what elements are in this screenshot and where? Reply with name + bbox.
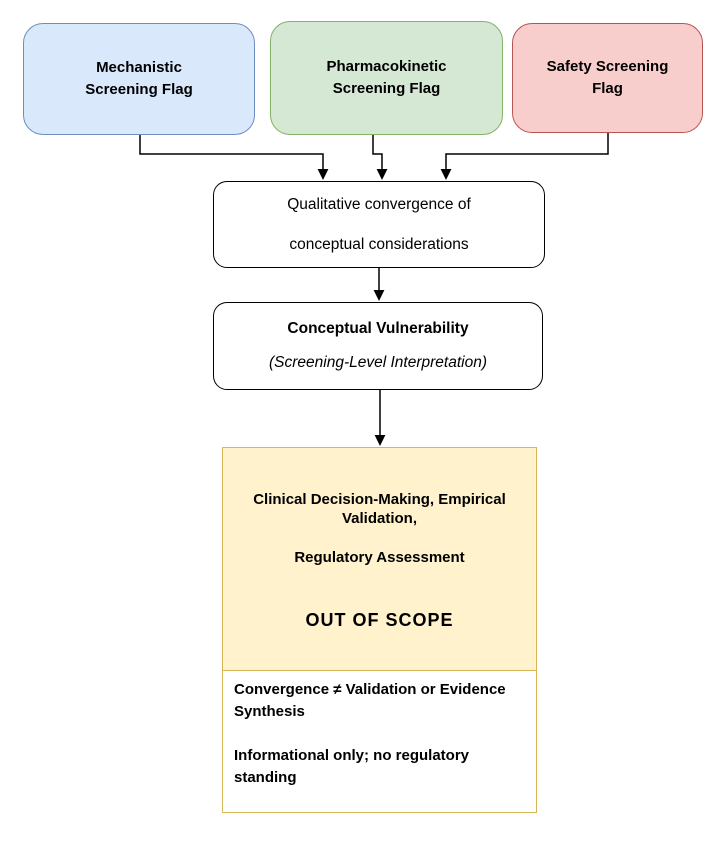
- convergence-text-line1: Qualitative convergence of: [287, 195, 471, 213]
- flag-pharmacokinetic-label-line1: Pharmacokinetic: [326, 58, 447, 75]
- flag-mechanistic-label-line1: Mechanistic: [96, 59, 182, 76]
- arrowhead-icon: [374, 435, 386, 446]
- connector-vulnerability-to-scope: [374, 390, 386, 446]
- flag-box-mechanistic: Mechanistic Screening Flag: [23, 23, 255, 135]
- scope-text-line2: Regulatory Assessment: [294, 549, 465, 566]
- convergence-box: Qualitative convergence of conceptual co…: [213, 181, 545, 268]
- note-text-line2: Informational only; no regulatory standi…: [234, 747, 470, 786]
- arrowhead-icon: [373, 290, 385, 301]
- vulnerability-box: Conceptual Vulnerability (Screening-Leve…: [213, 302, 543, 390]
- flag-safety-label-line2: Flag: [592, 80, 623, 97]
- arrowhead-icon: [376, 169, 388, 180]
- connector-mechanistic-to-convergence: [139, 135, 329, 180]
- flag-pharmacokinetic-label-line2: Screening Flag: [332, 80, 441, 97]
- connector-line: [445, 133, 609, 170]
- connector-line: [372, 135, 383, 170]
- connector-line: [139, 135, 324, 170]
- connector-safety-to-convergence: [440, 133, 609, 180]
- scope-text-out-of-scope: OUT OF SCOPE: [305, 610, 454, 630]
- note-text-line1: Convergence ≠ Validation or Evidence Syn…: [234, 681, 506, 720]
- scope-text-line1: Clinical Decision-Making, Empirical Vali…: [253, 491, 506, 527]
- flag-box-pharmacokinetic: Pharmacokinetic Screening Flag: [270, 21, 503, 135]
- vulnerability-title: Conceptual Vulnerability: [287, 320, 469, 337]
- vulnerability-subtitle: (Screening-Level Interpretation): [269, 354, 487, 371]
- flag-mechanistic-label-line2: Screening Flag: [85, 81, 193, 98]
- arrowhead-icon: [317, 169, 329, 180]
- flag-box-safety: Safety Screening Flag: [512, 23, 703, 133]
- note-box: Convergence ≠ Validation or Evidence Syn…: [222, 671, 537, 813]
- connector-convergence-to-vulnerability: [373, 268, 385, 301]
- flag-safety-label-line1: Safety Screening: [546, 58, 669, 75]
- connector-pharmacokinetic-to-convergence: [372, 135, 388, 180]
- out-of-scope-box: Clinical Decision-Making, Empirical Vali…: [222, 447, 537, 671]
- arrowhead-icon: [440, 169, 452, 180]
- convergence-text-line2: conceptual considerations: [289, 235, 469, 253]
